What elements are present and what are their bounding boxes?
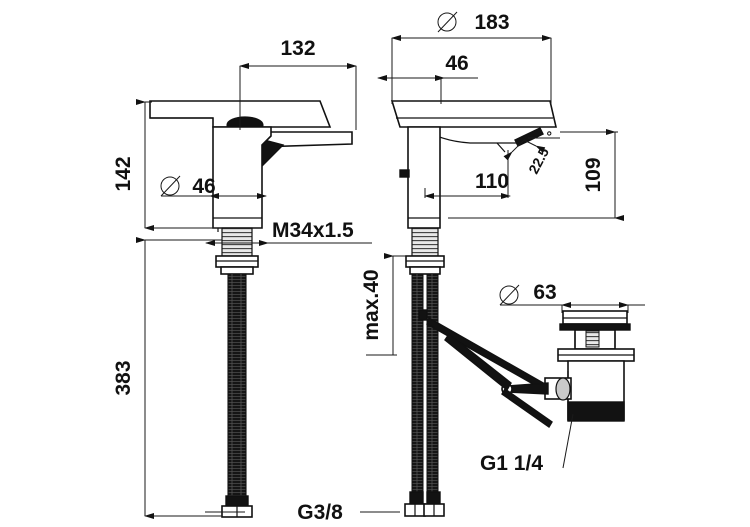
dim-max40-text: max.40 [360,269,383,340]
dim-63-text: 63 [533,281,556,304]
dim-142-text: 142 [112,156,135,191]
side-view-geometry [390,100,560,517]
front-view-geometry [149,100,353,518]
dim-side-46-text: 46 [445,52,468,75]
dia-symbol-front-46 [160,175,181,197]
dia-symbol-63 [499,284,520,306]
waste-detail-dimensions: 63 G1 1/4 [480,281,645,475]
dim-109-text: 109 [582,157,605,192]
waste-detail-geometry [444,310,635,429]
dim-m34-text: M34x1.5 [272,219,354,242]
dim-383-text: 383 [112,360,135,395]
dia-symbol-183 [437,11,458,33]
dim-g114-text: G1 1/4 [480,452,543,475]
dim-183-text: 183 [474,11,509,34]
dim-front-46-text: 46 [192,175,215,198]
dim-132-text: 132 [280,37,315,60]
dim-110-text: 110 [475,170,509,193]
dim-g38-text: G3/8 [297,501,343,524]
front-view-dimensions: 132 142 46 M34x1.5 383 [112,37,372,519]
